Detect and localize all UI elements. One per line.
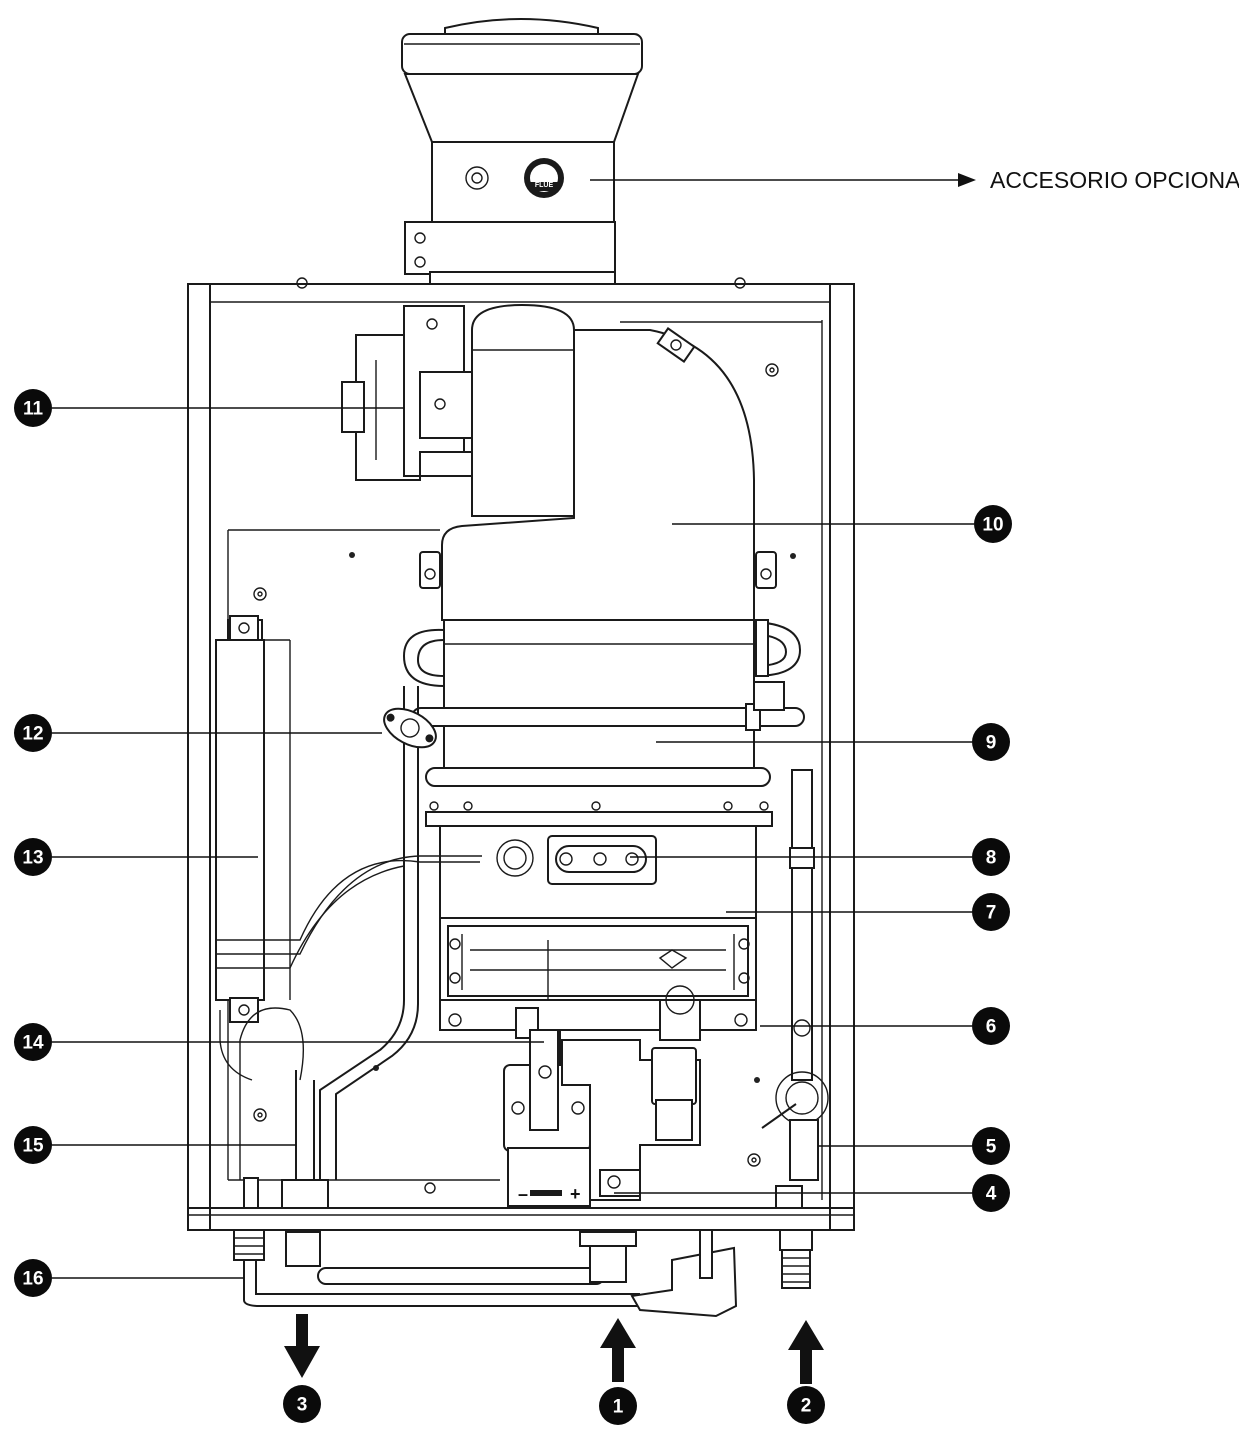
- arrow-down-outlet: [284, 1314, 320, 1378]
- flue-cap-text: FLUE: [535, 182, 554, 189]
- fan-motor: [341, 305, 473, 481]
- polarity-minus: –: [518, 1184, 528, 1204]
- callout-9: 9: [972, 723, 1010, 761]
- callout-label: 13: [22, 848, 43, 869]
- callout-label: 2: [801, 1396, 812, 1417]
- callout-label: 7: [986, 903, 997, 924]
- bottom-fittings: [233, 1229, 738, 1318]
- callout-3: 3: [283, 1385, 321, 1423]
- arrow-up-gas-inlet: [600, 1318, 636, 1382]
- flow-arrows: [284, 1314, 824, 1384]
- callout-15: 15: [14, 1126, 52, 1164]
- callout-5: 5: [972, 1127, 1010, 1165]
- gas-valve: – +: [503, 985, 701, 1207]
- ignition-electrode: [547, 835, 657, 885]
- callout-label: 16: [22, 1269, 43, 1290]
- callout-4: 4: [972, 1174, 1010, 1212]
- callout-badges: 11 10 12 9 13 8 7 6 14 15 5 4 16 3 1: [14, 389, 1012, 1425]
- callout-8: 8: [972, 838, 1010, 876]
- callout-label: 8: [986, 848, 997, 869]
- flue-adapter: FLUE: [401, 18, 643, 285]
- callout-label: 3: [297, 1395, 308, 1416]
- leader-lines: [52, 407, 974, 1279]
- flue-inspection-cap: FLUE: [524, 158, 564, 198]
- callout-label: 14: [22, 1033, 44, 1054]
- control-board: [215, 615, 482, 1209]
- callout-label: 6: [986, 1017, 997, 1038]
- callout-label: 12: [22, 724, 43, 745]
- callout-14: 14: [14, 1023, 52, 1061]
- accessory-callout: ACCESORIO OPCIONAL: [590, 167, 1239, 193]
- callout-2: 2: [787, 1386, 825, 1424]
- polarity-plus: +: [570, 1184, 581, 1204]
- blower-housing: [419, 303, 777, 621]
- callout-6: 6: [972, 1007, 1010, 1045]
- callout-label: 15: [22, 1136, 44, 1157]
- callout-label: 5: [986, 1137, 997, 1158]
- accessory-label: ACCESORIO OPCIONAL: [990, 167, 1239, 193]
- callout-label: 11: [23, 399, 44, 420]
- callout-label: 10: [982, 515, 1003, 536]
- callout-7: 7: [972, 893, 1010, 931]
- callout-label: 9: [986, 733, 997, 754]
- callout-12: 12: [14, 714, 52, 752]
- callout-11: 11: [14, 389, 52, 427]
- arrow-up-water-inlet: [788, 1320, 824, 1384]
- callout-1: 1: [599, 1387, 637, 1425]
- piping: [281, 686, 829, 1289]
- callout-10: 10: [974, 505, 1012, 543]
- callout-label: 4: [986, 1184, 997, 1205]
- callout-16: 16: [14, 1259, 52, 1297]
- heat-exchanger: [402, 619, 805, 787]
- overheat-sensor: [383, 707, 437, 749]
- callout-label: 1: [613, 1397, 624, 1418]
- burner-assembly: [425, 801, 773, 1031]
- callout-13: 13: [14, 838, 52, 876]
